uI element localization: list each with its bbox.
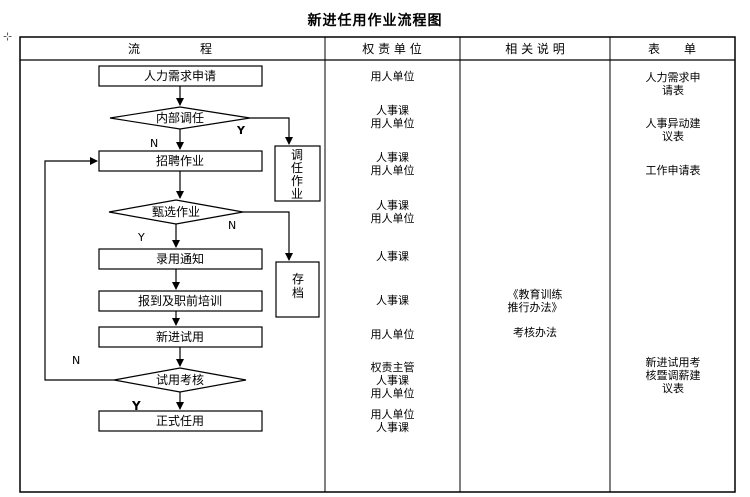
step-formal-label: 正式任用	[156, 414, 204, 428]
branch-assess-n: N	[72, 354, 80, 367]
header-flow: 流 程	[128, 41, 212, 56]
description-cell: 考核办法	[513, 326, 557, 339]
header-forms: 表 单	[648, 42, 696, 56]
decision-assess-label: 试用考核	[156, 372, 204, 387]
header-responsibility: 权 责 单 位	[362, 41, 421, 56]
form-cell: 工作申请表	[645, 164, 701, 177]
decision-screen-label: 甄选作业	[152, 205, 200, 219]
header-description: 相 关 说 明	[505, 41, 564, 56]
side-archive-box	[275, 261, 320, 318]
responsibility-cell: 人事课 用人单位	[370, 199, 415, 225]
responsibility-cell: 人事课	[376, 294, 409, 307]
decision-internal-label: 内部调任	[156, 110, 204, 125]
branch-screen-n: N	[228, 219, 236, 232]
step-notify-label: 录用通知	[156, 252, 204, 266]
responsibility-cell: 权责主管 人事课 用人单位	[370, 361, 415, 400]
form-cell: 人力需求申 请表	[645, 71, 701, 97]
step-trial-label: 新进试用	[156, 329, 204, 344]
side-transfer-box	[274, 145, 321, 202]
responsibility-cell: 用人单位	[370, 328, 415, 341]
step-demand-label: 人力需求申请	[144, 69, 216, 83]
side-archive-label: 存档	[291, 272, 304, 300]
branch-internal-y: Y	[236, 124, 246, 137]
responsibility-cell: 用人单位	[370, 70, 415, 83]
step-notify-box	[98, 248, 263, 270]
side-transfer-label: 调任作业	[290, 148, 303, 201]
branch-internal-n: N	[150, 137, 158, 150]
responsibility-cell: 人事课 用人单位	[370, 151, 415, 177]
page-title: 新进任用作业流程图	[307, 13, 443, 29]
responsibility-cell: 用人单位 人事课	[370, 408, 415, 434]
form-cell: 人事异动建 议表	[645, 117, 701, 143]
description-cell: 《教育训练 推行办法》	[507, 288, 563, 314]
step-recruit-label: 招聘作业	[156, 154, 204, 168]
form-cell: 新进试用考 核暨调薪建 议表	[645, 356, 701, 395]
step-onboard-box	[98, 290, 263, 312]
branch-assess-y: Y	[131, 399, 141, 413]
table-move-handle-icon[interactable]: ⊹	[3, 30, 13, 43]
step-onboard-label: 报到及职前培训	[138, 293, 222, 308]
step-formal-box	[98, 410, 263, 432]
responsibility-cell: 人事课 用人单位	[370, 104, 415, 130]
responsibility-cell: 人事课	[376, 250, 409, 263]
flow-connectors	[44, 86, 293, 410]
branch-screen-y: Y	[137, 231, 145, 244]
table-grid	[19, 36, 736, 493]
